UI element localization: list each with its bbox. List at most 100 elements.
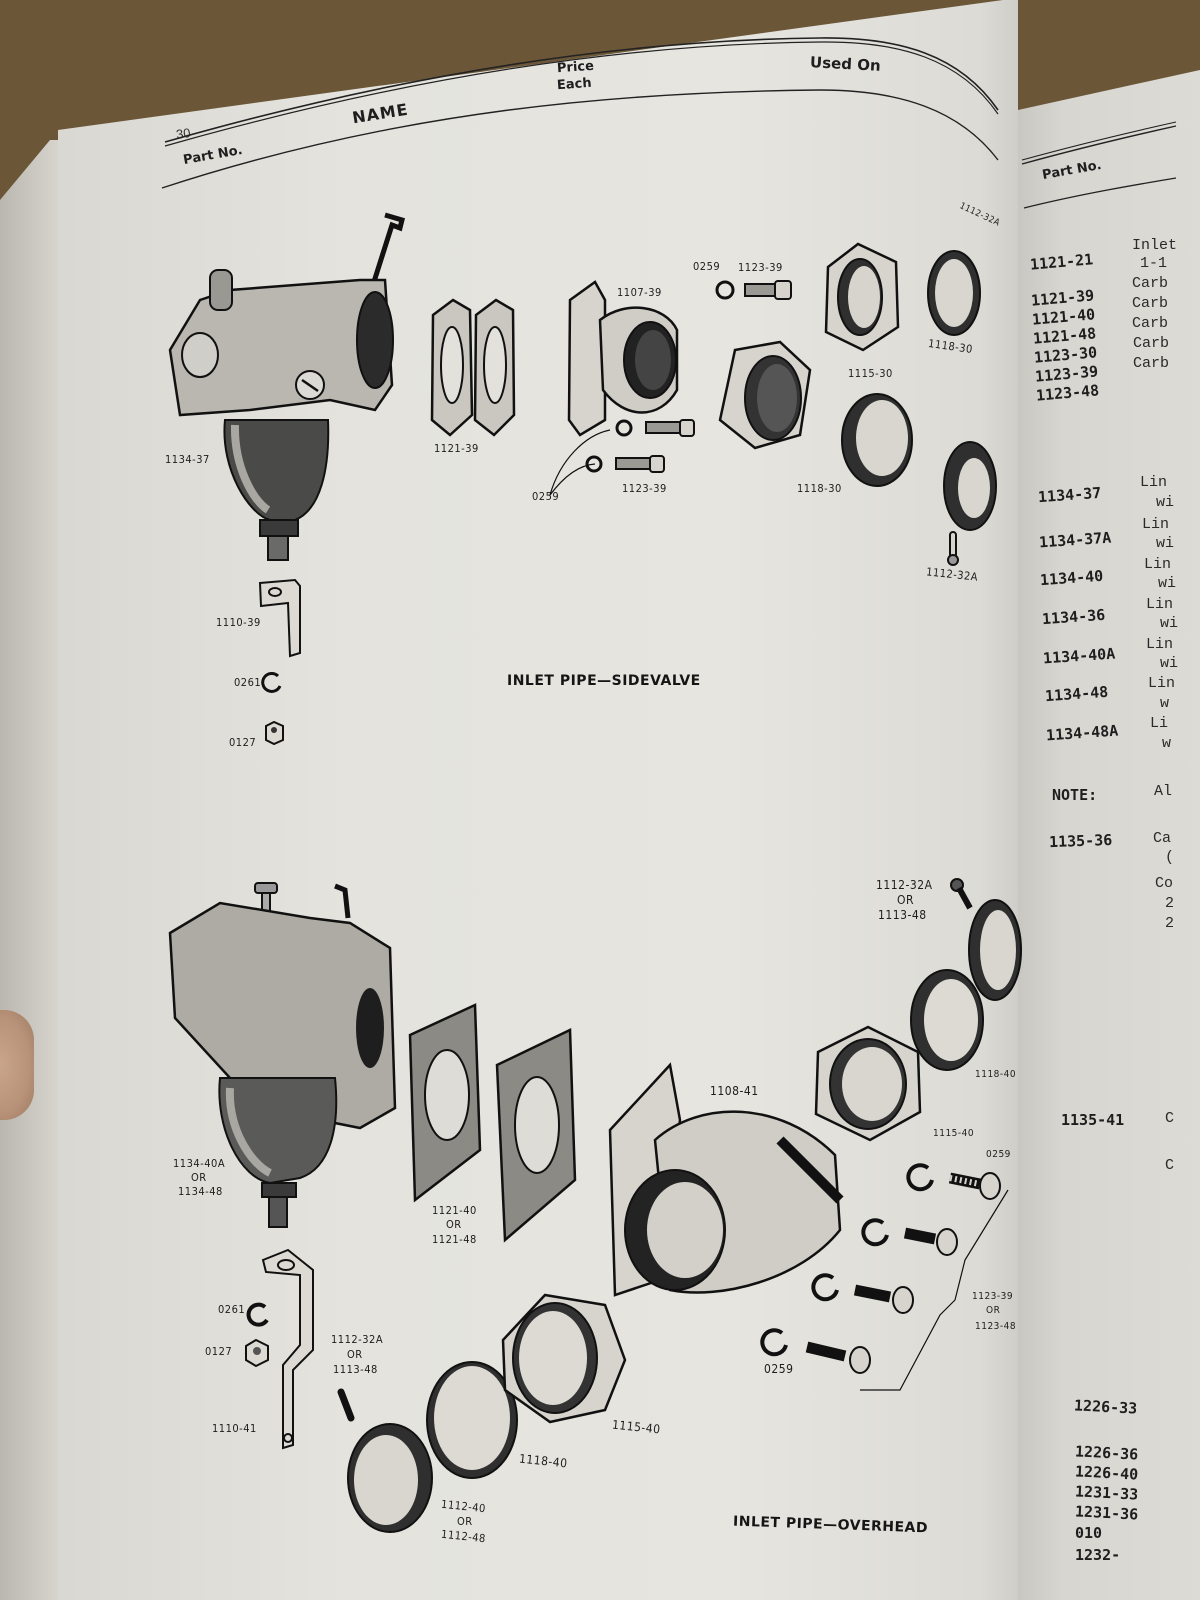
note-text: Al [1154,783,1173,800]
part-number: 1231-36 [1074,1502,1139,1524]
nut-overhead-illustration [241,1338,271,1368]
part-description-cont: 2 [1165,895,1175,912]
label-bolts-overhead-line2: 1123-48 [975,1321,1017,1332]
label-pin-overhead-top-line1: 1112-32A [876,878,933,892]
gasket-pair-overhead-illustration [405,1000,580,1240]
label-carburetor-overhead-or: OR [191,1171,207,1184]
label-lockwasher-overhead-top: 0259 [986,1149,1011,1160]
part-description-cont: wi [1160,655,1179,672]
ring-bottom-illustration [838,390,916,490]
part-number: 1135-41 [1061,1111,1125,1129]
part-description: Carb [1132,295,1169,312]
header-rules [0,0,1200,220]
part-number: 1226-40 [1074,1462,1139,1484]
carburetor-overhead-illustration [160,878,410,1238]
column-header-used-on: Used On [809,53,882,75]
part-description: Lin [1140,474,1168,491]
part-description: Lin [1146,636,1174,653]
part-number: 1232- [1075,1546,1121,1564]
label-lockwasher-bottom: 0259 [532,490,560,503]
label-carburetor-overhead-line1: 1134-40A [173,1157,226,1170]
part-description: Lin [1144,556,1172,573]
lockwasher-bolt-top-illustration [715,278,795,302]
part-description: Carb [1132,275,1169,292]
part-description: Inlet [1132,237,1178,254]
part-description-cont: wi [1158,575,1177,592]
label-pin-overhead-top-or: OR [897,893,914,907]
nut-illustration [262,720,286,746]
part-description-cont: wi [1156,494,1175,511]
label-gaskets: 1121-39 [434,442,479,455]
union-piece-illustration [940,438,1000,533]
bracket-illustration [255,578,305,658]
label-union-nut: 1115-30 [848,367,893,380]
leader-arrows [540,420,620,500]
union-overhead-bottom-illustration [340,1418,440,1538]
label-bolts-overhead-or: OR [986,1305,1001,1316]
part-description: Lin [1146,596,1174,613]
right-page [1018,70,1200,1600]
label-carburetor: 1134-37 [165,453,210,466]
pin-overhead-top-illustration [950,878,972,912]
label-flange-pipe-overhead: 1108-41 [710,1084,759,1098]
label-nut-overhead: 0127 [205,1345,233,1358]
part-number: 010 [1075,1524,1103,1542]
part-description: Lin [1142,516,1170,533]
label-gasket-overhead-or: OR [446,1218,462,1231]
bracket-overhead-illustration [258,1250,318,1450]
label-washer: 0261 [234,676,262,689]
part-number: 1231-33 [1074,1482,1139,1504]
label-lockwasher-top: 0259 [693,260,721,273]
label-pin-overhead-bottom-or: OR [347,1348,363,1361]
label-carburetor-overhead-line2: 1134-48 [178,1185,223,1198]
label-union-overhead-or: OR [457,1515,473,1528]
pin-overhead-bottom-illustration [336,1388,356,1422]
thumb-holding-page [0,1010,34,1120]
label-ring-overhead-top: 1118-40 [975,1069,1017,1080]
label-gasket-overhead-line1: 1121-40 [432,1204,477,1217]
union-nut-illustration [715,340,815,450]
ring-overhead-top-illustration [905,965,990,1075]
part-description-cont: wi [1156,535,1175,552]
inlet-flange-pipe-overhead-illustration [600,1060,860,1310]
label-bolt-bottom: 1123-39 [622,482,667,495]
column-header-each: Each [556,75,593,94]
part-description: Li [1150,715,1169,732]
label-pin-overhead-bottom-line1: 1112-32A [331,1333,384,1346]
part-number: 1226-36 [1074,1442,1139,1464]
label-flange-pipe: 1107-39 [617,286,662,299]
washer-overhead-illustration [245,1302,273,1328]
union-overhead-top-illustration [965,895,1020,1005]
union-nut-overhead-top-illustration [808,1022,928,1142]
label-pin-overhead-bottom-line2: 1113-48 [333,1363,378,1376]
union-nut-overhead-bottom-illustration [495,1290,630,1425]
part-description-cont: wi [1160,615,1179,632]
part-description-cont: Co [1155,875,1174,892]
label-bracket-overhead: 1110-41 [212,1422,257,1435]
note-label: NOTE: [1052,786,1098,804]
lockwasher-bolt-mid-illustration [612,418,702,476]
label-bolts-overhead-line1: 1123-39 [972,1291,1014,1302]
lockwasher-bolt-set-illustration [760,1150,1020,1400]
label-lockwasher-overhead-bottom: 0259 [764,1362,794,1376]
figure-caption-sidevalve: INLET PIPE—SIDEVALVE [507,673,701,689]
part-description-cont: 2 [1165,915,1175,932]
inlet-flange-pipe-illustration [565,280,685,440]
ring-top-illustration [924,248,984,338]
part-number: 1226-33 [1073,1396,1138,1418]
label-nut: 0127 [229,736,257,749]
pin-illustration [945,530,961,566]
label-bracket: 1110-39 [216,616,261,629]
part-description: Ca [1153,830,1172,847]
part-description: Carb [1133,335,1170,352]
part-description: Carb [1132,315,1169,332]
part-description-cont: 1-1 [1140,255,1168,272]
column-header-price: Price [556,58,595,77]
union-nut-top-illustration [818,242,903,352]
label-ring-bottom: 1118-30 [797,482,842,495]
part-description-cont: w [1160,695,1170,712]
part-description: Lin [1148,675,1176,692]
part-description: Carb [1133,355,1170,372]
label-washer-overhead: 0261 [218,1303,246,1316]
washer-illustration [262,672,284,694]
